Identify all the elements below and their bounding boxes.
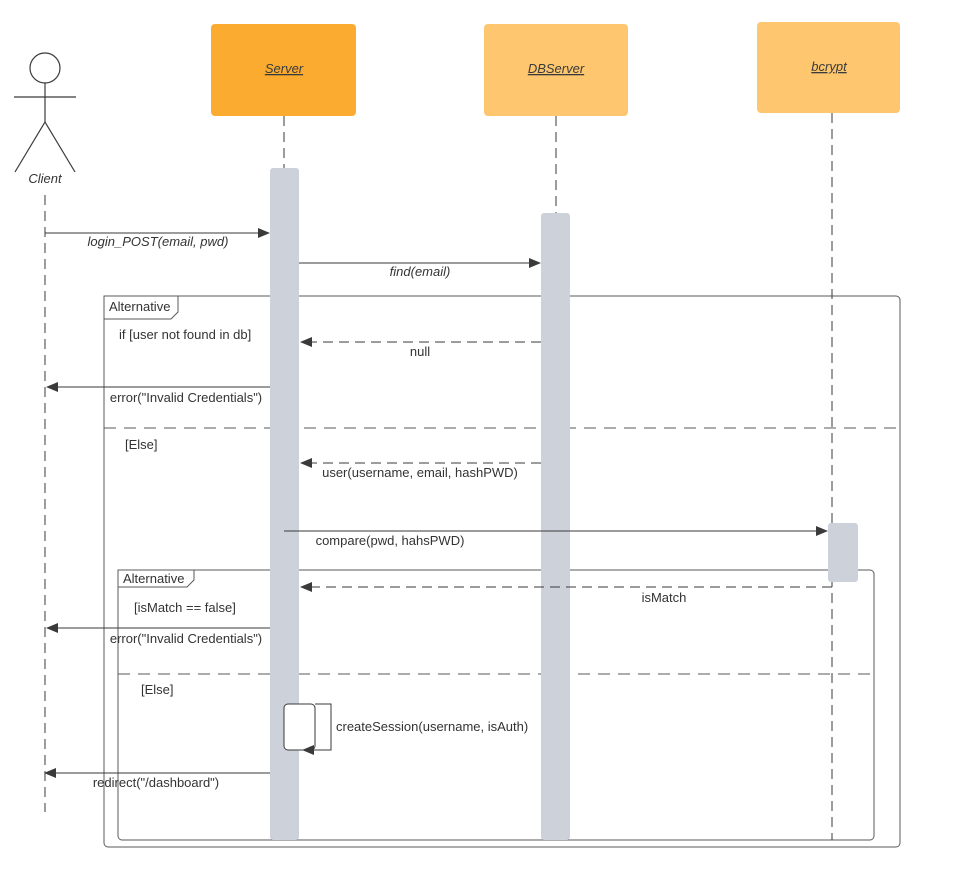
outer-alt-guard-else: [Else] bbox=[125, 437, 158, 452]
bcrypt-head-box bbox=[757, 22, 900, 113]
message-error-1: error("Invalid Credentials") bbox=[46, 382, 270, 405]
outer-alt-tag-box bbox=[103, 295, 179, 320]
bcrypt-activation-bar bbox=[828, 523, 858, 582]
client-label: Client bbox=[28, 171, 63, 186]
create-session-label: createSession(username, isAuth) bbox=[336, 719, 528, 734]
dbserver-head-label: DBServer bbox=[528, 61, 585, 76]
inner-alt-tag: Alternative bbox=[123, 571, 184, 586]
ismatch-label: isMatch bbox=[642, 590, 687, 605]
create-session-activation bbox=[283, 703, 316, 751]
inner-alt-fragment: Alternative [isMatch == false] [Else] bbox=[117, 569, 875, 841]
dbserver-activation-bar bbox=[541, 213, 570, 840]
participant-bcrypt: bcrypt bbox=[757, 22, 900, 113]
message-error-2: error("Invalid Credentials") bbox=[46, 623, 270, 646]
inner-alt-tag-box bbox=[117, 569, 195, 588]
actor-head-icon bbox=[29, 52, 61, 84]
outer-alt-guard-if: if [user not found in db] bbox=[119, 327, 251, 342]
client-actor: Client bbox=[14, 52, 76, 186]
inner-alt-guard-else: [Else] bbox=[141, 682, 174, 697]
message-create-session: createSession(username, isAuth) bbox=[302, 703, 528, 755]
outer-alt-tag: Alternative bbox=[109, 299, 170, 314]
redirect-label: redirect("/dashboard") bbox=[93, 775, 219, 790]
login-label: login_POST(email, pwd) bbox=[88, 234, 229, 249]
participant-server: Server bbox=[211, 24, 356, 116]
compare-label: compare(pwd, hahsPWD) bbox=[316, 533, 465, 548]
message-redirect: redirect("/dashboard") bbox=[44, 768, 270, 790]
dbserver-head-box bbox=[484, 24, 628, 116]
message-login: login_POST(email, pwd) bbox=[45, 228, 270, 249]
message-null-return: null bbox=[300, 337, 541, 359]
server-head-box bbox=[211, 24, 356, 116]
participant-dbserver: DBServer bbox=[484, 24, 628, 116]
message-find: find(email) bbox=[299, 258, 541, 279]
inner-alt-frame bbox=[117, 569, 875, 841]
message-ismatch: isMatch bbox=[300, 582, 832, 605]
outer-alt-frame bbox=[103, 295, 901, 848]
inner-alt-guard-if: [isMatch == false] bbox=[134, 600, 236, 615]
user-return-label: user(username, email, hashPWD) bbox=[322, 465, 518, 480]
find-label: find(email) bbox=[390, 264, 451, 279]
error-2-label: error("Invalid Credentials") bbox=[110, 631, 262, 646]
error-1-label: error("Invalid Credentials") bbox=[110, 390, 262, 405]
message-user-return: user(username, email, hashPWD) bbox=[300, 458, 541, 480]
create-session-self-arrow bbox=[302, 703, 332, 755]
outer-alt-fragment: Alternative if [user not found in db] [E… bbox=[103, 295, 901, 848]
bcrypt-head-label: bcrypt bbox=[811, 59, 848, 74]
message-compare: compare(pwd, hahsPWD) bbox=[284, 526, 828, 548]
null-return-label: null bbox=[410, 344, 430, 359]
server-activation-bar bbox=[270, 168, 299, 840]
server-head-label: Server bbox=[265, 61, 304, 76]
